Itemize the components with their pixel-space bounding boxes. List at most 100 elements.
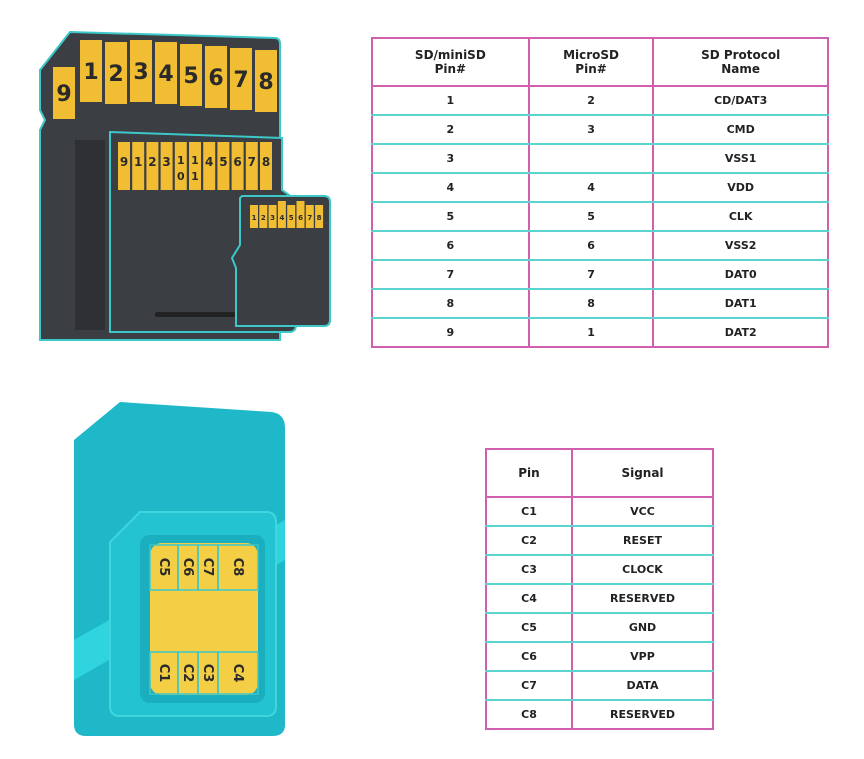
microsd-pin — [315, 205, 324, 228]
table-cell: C2 — [485, 526, 573, 556]
minisd-pin — [217, 142, 230, 190]
sd-pin-label: 4 — [158, 62, 173, 87]
header-microsd-pin: MicroSD Pin# — [527, 37, 655, 87]
table-cell: RESERVED — [571, 700, 714, 730]
minisd-pin-label: 8 — [262, 155, 270, 169]
sim-contact-label: C2 — [180, 664, 195, 683]
table-cell: 5 — [371, 202, 530, 232]
table-cell: 7 — [371, 260, 530, 290]
table-cell: VDD — [652, 173, 829, 203]
table-cell: CLOCK — [571, 555, 714, 585]
minisd-pin-label: 1 — [177, 154, 185, 167]
sd-pin-label: 7 — [233, 68, 248, 93]
microsd-pin-label: 1 — [252, 214, 257, 222]
sd-pinout-table: SD/miniSD Pin# MicroSD Pin# SD Protocol … — [371, 37, 829, 348]
sd-pin-label: 5 — [183, 64, 198, 89]
table-cell: DAT2 — [652, 318, 829, 348]
table-cell: 3 — [371, 144, 530, 174]
microsd-pin — [287, 205, 296, 228]
table-cell: RESERVED — [571, 584, 714, 614]
microsd-pin-label: 7 — [307, 214, 312, 222]
microsd-pin-label: 8 — [317, 214, 322, 222]
minisd-pin — [245, 142, 258, 190]
minisd-pin-label: 7 — [248, 155, 256, 169]
header-signal: Signal — [571, 448, 714, 498]
table-cell: VCC — [571, 497, 714, 527]
sd-pin — [180, 44, 202, 106]
table-cell: GND — [571, 613, 714, 643]
sd-pin-label: 8 — [258, 70, 273, 95]
microsd-pin — [268, 205, 277, 228]
table-cell: C3 — [485, 555, 573, 585]
microsd-pin — [259, 205, 268, 228]
table-cell: C6 — [485, 642, 573, 672]
sim-contact-label: C6 — [180, 558, 195, 577]
table-cell: DATA — [571, 671, 714, 701]
sd-pin-label: 1 — [83, 60, 98, 85]
minisd-pin — [160, 142, 173, 190]
table-cell: C8 — [485, 700, 573, 730]
table-cell: RESET — [571, 526, 714, 556]
minisd-pin-label: 1 — [191, 170, 199, 183]
sd-pin — [255, 50, 277, 112]
table-cell: CMD — [652, 115, 829, 145]
header-sd-minisd-pin: SD/miniSD Pin# — [371, 37, 530, 87]
table-cell: C7 — [485, 671, 573, 701]
table-cell: C4 — [485, 584, 573, 614]
sd-pin — [155, 42, 177, 104]
table-cell: DAT0 — [652, 260, 829, 290]
header-pin: Pin — [485, 448, 573, 498]
minisd-pin — [189, 142, 201, 190]
sim-contact — [217, 544, 259, 591]
table-cell: 2 — [527, 86, 655, 116]
minisd-pin — [174, 142, 187, 190]
microsd-pin — [250, 205, 258, 228]
microsd-pin-label: 2 — [261, 214, 266, 222]
minisd-pin — [146, 142, 159, 190]
minisd-pin-label: 3 — [162, 155, 170, 169]
sim-contact — [217, 651, 259, 695]
microsd-pin-label: 3 — [270, 214, 275, 222]
table-cell: 6 — [371, 231, 530, 261]
sd-pin-label: 2 — [108, 62, 123, 87]
microsd-pin — [296, 201, 305, 228]
microsd-pin — [305, 205, 314, 228]
sim-contact-label: C8 — [230, 558, 245, 577]
sd-pin — [205, 46, 227, 108]
microsd-pin-label: 5 — [289, 214, 294, 222]
minisd-pin-label: 6 — [233, 155, 241, 169]
minisd-pin-label: 1 — [191, 154, 199, 167]
table-cell: C5 — [485, 613, 573, 643]
table-cell — [527, 144, 655, 174]
table-cell: 7 — [527, 260, 655, 290]
microsd-pin-label: 6 — [298, 214, 303, 222]
minisd-pin — [260, 142, 272, 190]
minisd-pin — [132, 142, 145, 190]
table-cell: 6 — [527, 231, 655, 261]
table-cell: 9 — [371, 318, 530, 348]
sd-pin-label: 3 — [133, 60, 148, 85]
table-cell: CLK — [652, 202, 829, 232]
microsd-pin-label: 4 — [279, 214, 284, 222]
table-cell: 8 — [527, 289, 655, 319]
minisd-pin-label: 5 — [219, 155, 227, 169]
table-cell: DAT1 — [652, 289, 829, 319]
sd-pin — [105, 42, 127, 104]
sd-pin — [130, 40, 152, 102]
